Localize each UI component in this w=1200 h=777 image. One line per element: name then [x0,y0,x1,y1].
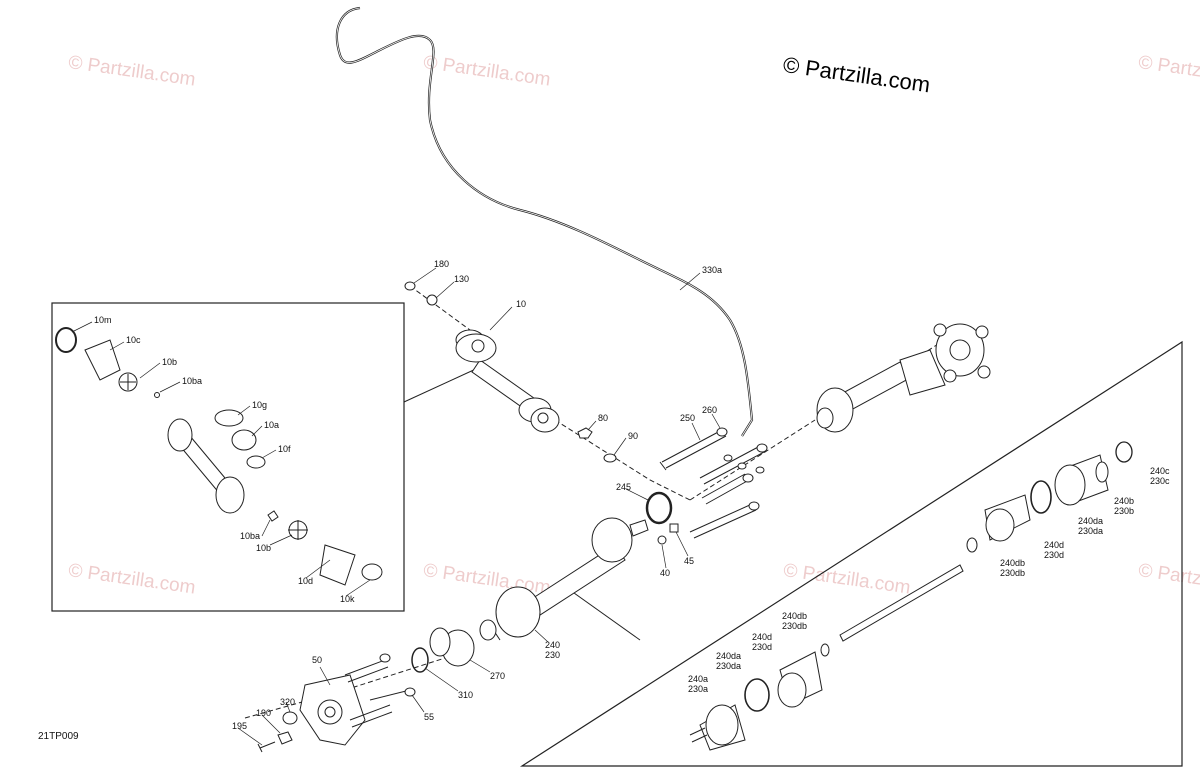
front-halfshaft [479,517,649,641]
bearing-270 [429,627,475,667]
callout-40[interactable]: 40 [660,568,671,578]
figure-id: 21TP009 [38,731,79,742]
callout-240a-230a[interactable]: 240a 230a [688,674,709,694]
callout-10c[interactable]: 10c [126,335,141,345]
callout-240db-230db[interactable]: 240db 230db [1000,558,1026,578]
callout-240b-230b[interactable]: 240b 230b [1114,496,1135,516]
callout-130[interactable]: 130 [454,274,470,284]
part-40 [657,535,667,545]
callout-240-230[interactable]: 240 230 [545,640,561,660]
callout-245[interactable]: 245 [616,482,632,492]
part-245-ring [645,491,673,525]
callout-10a[interactable]: 10a [264,420,280,430]
inset-parts [55,327,383,586]
part-195 [257,741,276,753]
callout-195[interactable]: 195 [232,721,248,731]
hub-knuckle [299,653,416,746]
callout-240d-230d[interactable]: 240d 230d [752,632,773,652]
part-80 [577,427,593,439]
part-320 [282,711,298,725]
callout-10b[interactable]: 10b [162,357,178,367]
callout-240d-230d[interactable]: 240d 230d [1044,540,1065,560]
inset-halfshaft-parts [689,441,1133,751]
callout-330a[interactable]: 330a [702,265,723,275]
halfshaft-inset-frame [519,340,1183,767]
vent-tube [335,6,754,437]
callout-10f[interactable]: 10f [278,444,291,454]
part-45 [669,523,679,533]
callout-260[interactable]: 260 [702,405,718,415]
callout-45[interactable]: 45 [684,556,695,566]
callout-250[interactable]: 250 [680,413,696,423]
callout-240c-230c[interactable]: 240c 230c [1150,466,1170,486]
ring-310 [411,647,429,673]
callout-190[interactable]: 190 [256,708,272,718]
callout-50[interactable]: 50 [312,655,323,665]
part-180 [404,281,416,291]
leader-lines [71,267,721,746]
callout-10ba[interactable]: 10ba [240,531,261,541]
callout-10ba[interactable]: 10ba [182,376,203,386]
part-90 [603,453,617,463]
callout-180[interactable]: 180 [434,259,450,269]
callout-270[interactable]: 270 [490,671,506,681]
callout-320[interactable]: 320 [280,697,296,707]
bolts [659,427,768,539]
callout-55[interactable]: 55 [424,712,435,722]
part-190 [277,731,293,745]
callout-10d[interactable]: 10d [298,576,314,586]
upper-halfshaft [816,323,991,433]
callout-90[interactable]: 90 [628,431,639,441]
callout-10m[interactable]: 10m [94,315,112,325]
callout-10[interactable]: 10 [516,299,527,309]
callout-10b[interactable]: 10b [256,543,272,553]
callout-80[interactable]: 80 [598,413,609,423]
callout-10k[interactable]: 10k [340,594,355,604]
part-130 [426,294,438,306]
detail-inset-frame [51,302,405,612]
callout-240da-230da[interactable]: 240da 230da [1078,516,1104,536]
callout-310[interactable]: 310 [458,690,474,700]
callout-240da-230da[interactable]: 240da 230da [716,651,742,671]
drive-shaft [455,329,560,433]
callout-10g[interactable]: 10g [252,400,268,410]
callout-240db-230db[interactable]: 240db 230db [782,611,808,631]
